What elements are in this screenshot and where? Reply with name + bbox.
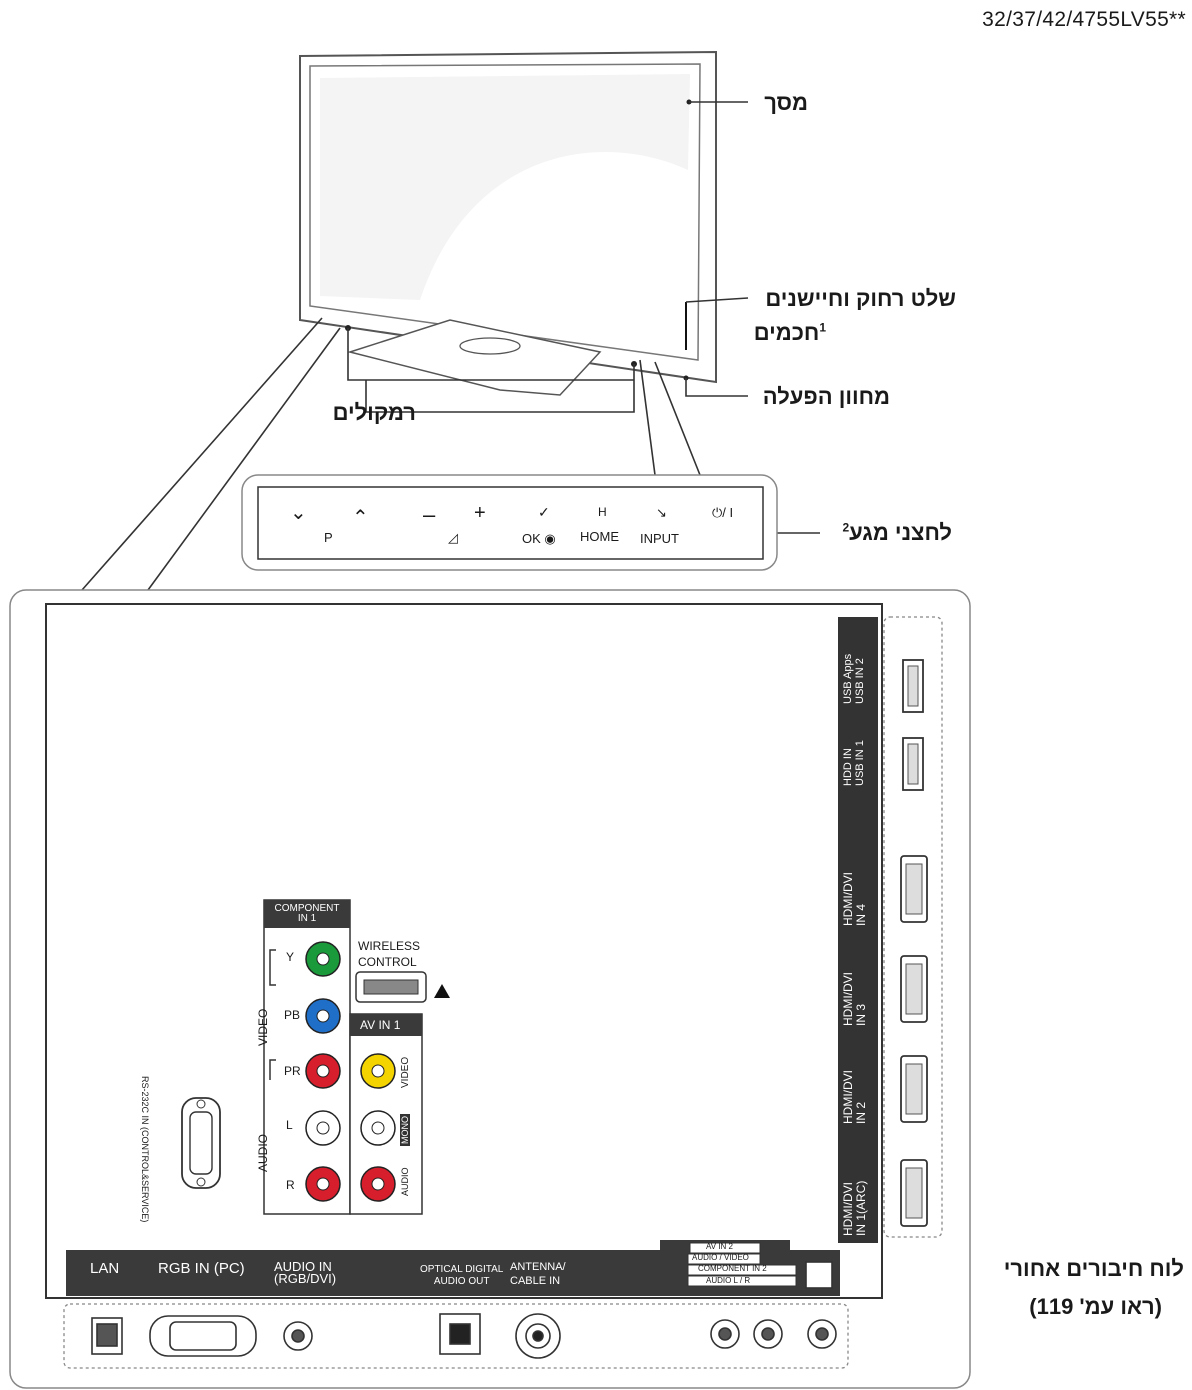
bottom-ports — [91, 1261, 837, 1359]
rs232c-label: RS-232C IN (CONTROL&SERVICE) — [140, 1076, 150, 1223]
rs232c-port — [181, 1097, 221, 1189]
callout-rear-panel-line2: (ראו עמ' 119) — [1029, 1294, 1162, 1319]
home-label: HOME — [580, 529, 619, 544]
home-icon: H — [598, 505, 607, 519]
callout-remote-sensor-line2: 1חכמים — [753, 320, 826, 345]
audio-in-label: AUDIO IN(RGB/DVI) — [274, 1259, 337, 1286]
volume-up-icon: + — [474, 502, 486, 524]
av-in1-title: AV IN 1 — [360, 1018, 401, 1032]
remote-sensor-footnote: 1 — [819, 320, 826, 335]
component-audio-label: AUDIO — [256, 1133, 270, 1172]
callout-speakers: רמקולים — [332, 400, 416, 425]
callout-power-indicator: מחוון הפעלה — [762, 384, 890, 409]
component-y-label: Y — [286, 950, 295, 964]
callout-touch-buttons: לחצני מגע2 — [842, 520, 952, 545]
volume-icon: ◿ — [448, 530, 458, 545]
callout-remote-sensor-line1: שלט רחוק וחיישנים — [765, 286, 956, 311]
rear-panel — [9, 589, 971, 1389]
touch-button-panel — [241, 474, 778, 571]
callout-screen: מסך — [764, 90, 808, 115]
touch-buttons-footnote: 2 — [842, 520, 850, 535]
audio-lr-label: AUDIO L / R — [706, 1276, 751, 1285]
av-in2-label-box — [687, 1242, 797, 1287]
component-pb-label: PB — [284, 1008, 301, 1022]
input-label: INPUT — [640, 531, 679, 546]
av-in1-audio-label: AUDIO — [400, 1167, 410, 1196]
ok-label: OK ◉ — [522, 531, 556, 546]
callout-rear-panel-line1: לוח חיבורים אחורי — [1003, 1256, 1184, 1281]
av-in1-video-label: VIDEO — [400, 1056, 411, 1088]
av-in2-label: AV IN 2 — [706, 1242, 733, 1251]
input-icon: ↘ — [656, 505, 667, 520]
model-number: 32/37/42/4755LV55** — [982, 8, 1186, 31]
antenna-label: ANTENNA/CABLE IN — [510, 1261, 566, 1287]
channel-label: P — [324, 530, 333, 545]
lan-label: LAN — [90, 1260, 120, 1277]
av-in1-mono-label: MONO — [400, 1114, 410, 1146]
volume-down-icon: – — [423, 502, 436, 527]
channel-up-icon: ⌃ — [352, 507, 369, 529]
ok-check-icon: ✓ — [538, 504, 550, 520]
power-label: ⏻/ I — [712, 505, 734, 520]
component-pr-label: PR — [284, 1064, 301, 1078]
tv-front — [299, 50, 717, 396]
component-in2-label: COMPONENT IN 2 — [698, 1264, 767, 1273]
channel-down-icon: ⌄ — [290, 502, 307, 524]
audio-video-label: AUDIO / VIDEO — [692, 1253, 749, 1262]
rgb-in-label: RGB IN (PC) — [158, 1260, 245, 1277]
component-block — [263, 899, 450, 1215]
component-r-label: R — [286, 1178, 295, 1192]
side-ports — [900, 659, 928, 1227]
component-l-label: L — [286, 1118, 293, 1132]
component-video-label: VIDEO — [256, 1008, 270, 1046]
